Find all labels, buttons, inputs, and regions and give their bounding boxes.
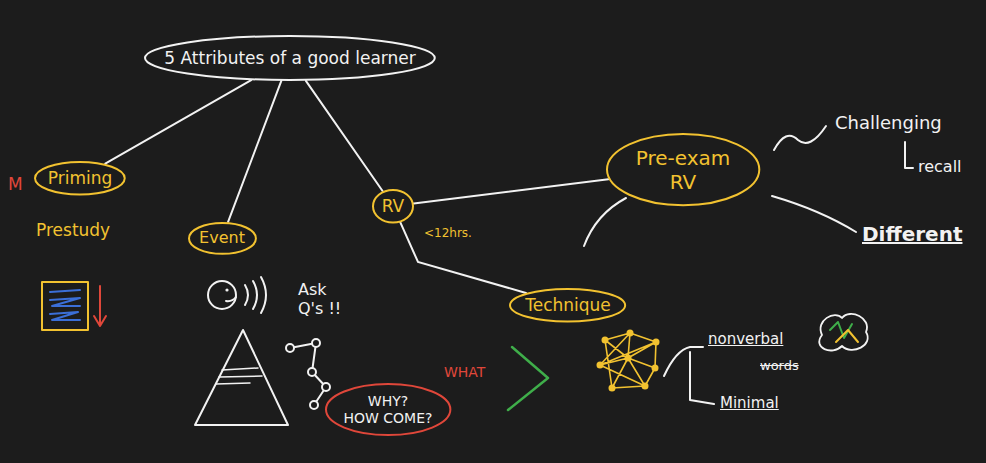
node-chain	[290, 343, 326, 405]
note-text: WHAT	[444, 364, 485, 381]
network-dot	[609, 385, 616, 392]
network-sketch	[600, 333, 656, 388]
pyramid	[195, 330, 288, 425]
technique-ellipse: Technique	[508, 287, 627, 324]
node-text-group: RV	[382, 196, 405, 216]
note-text: Ask Q's !!	[298, 280, 348, 318]
node-text-group: WHY?HOW COME?	[343, 393, 432, 427]
ellipse-shape	[373, 190, 413, 223]
network-dot	[625, 355, 632, 362]
time-note: <12hrs.	[424, 226, 472, 240]
ellipse-shape	[607, 134, 759, 205]
attribute-ellipse: Priming	[33, 160, 127, 197]
struck-text: words	[760, 358, 799, 374]
node-text: HOW COME?	[343, 410, 432, 427]
network-dot	[602, 337, 609, 344]
leader-line	[772, 196, 856, 232]
hook-arrow	[905, 142, 913, 168]
chain-dot	[286, 344, 294, 352]
chain-dot	[310, 401, 318, 409]
review-ellipse: Pre-exam RV	[605, 132, 761, 207]
node-text: WHY?	[343, 393, 432, 410]
document-lines	[50, 290, 80, 320]
node-text: Event	[199, 228, 245, 247]
document-icon	[42, 282, 88, 330]
attribute-ellipse: RV	[371, 188, 415, 225]
chain-dot	[322, 383, 330, 391]
network-dot	[597, 362, 604, 369]
face-eye	[225, 288, 228, 291]
question-ellipse: WHY?HOW COME?	[324, 382, 452, 437]
node-text: RV	[382, 196, 405, 216]
ellipse-shape	[35, 162, 125, 195]
leader-line	[774, 126, 826, 150]
brain-icon	[819, 314, 867, 351]
ellipse-shape	[326, 384, 450, 435]
branch-lines	[664, 347, 714, 404]
network-dot	[642, 383, 649, 390]
node-text: 5 Attributes of a good learner	[164, 48, 415, 68]
note-text: nonverbal	[708, 330, 783, 348]
leader-line	[584, 198, 626, 246]
connector-line	[414, 179, 609, 203]
title-ellipse: 5 Attributes of a good learner	[143, 34, 437, 82]
network-dot	[653, 339, 660, 346]
sound-waves	[245, 277, 266, 313]
network-dots	[597, 330, 660, 392]
scroll-arrow	[94, 286, 106, 326]
brain-scribble	[836, 330, 858, 342]
note-text: Challenging	[835, 112, 942, 134]
network-dot	[627, 330, 634, 337]
green-bracket	[508, 347, 548, 410]
node-text: Priming	[48, 168, 113, 188]
connector-line	[306, 81, 383, 191]
note-text: Different	[862, 222, 962, 246]
ellipse-shape	[145, 36, 435, 80]
network-dot	[652, 365, 659, 372]
node-text-group: 5 Attributes of a good learner	[164, 48, 415, 68]
pyramid-hatch	[216, 368, 262, 384]
connector-line	[228, 81, 281, 222]
node-text: Technique	[525, 295, 611, 315]
connector-line	[105, 80, 251, 163]
margin-mark: M	[8, 174, 23, 194]
chain-dot	[312, 339, 320, 347]
node-text: Pre-exam RV	[629, 146, 737, 194]
note-text: Minimal	[720, 394, 779, 412]
note-text: Prestudy	[36, 220, 110, 240]
connector-line	[400, 222, 526, 293]
node-text-group: Pre-exam RV	[629, 146, 737, 194]
node-text-group: Priming	[48, 168, 113, 188]
face-icon	[208, 281, 236, 309]
node-text-group: Technique	[525, 295, 611, 315]
chain-dot	[308, 368, 316, 376]
sketches	[42, 126, 913, 425]
note-text: recall	[918, 157, 962, 176]
node-text-group: Event	[199, 228, 245, 247]
attribute-ellipse: Event	[187, 221, 258, 256]
ellipse-shape	[510, 289, 625, 322]
ellipse-shape	[189, 223, 256, 254]
face-mouth	[226, 297, 236, 301]
